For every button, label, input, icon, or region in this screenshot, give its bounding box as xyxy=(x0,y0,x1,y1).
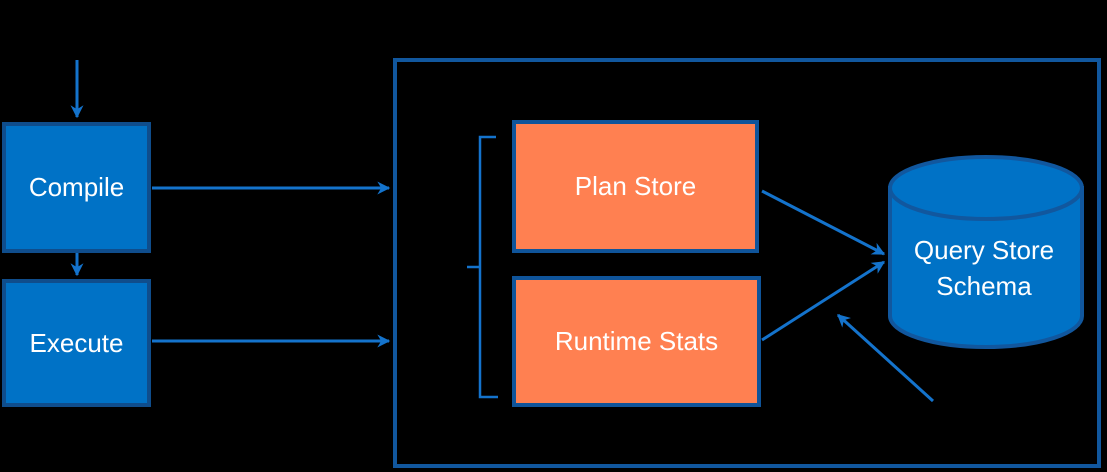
arrow-plan-store-to-schema-icon xyxy=(761,189,886,256)
execute-node: Execute xyxy=(2,279,151,407)
plan-store-node: Plan Store xyxy=(512,120,759,253)
compile-node: Compile xyxy=(2,122,151,253)
runtime-stats-label: Runtime Stats xyxy=(554,326,719,356)
query-store-container-box xyxy=(393,58,1101,468)
execute-label: Execute xyxy=(29,327,124,358)
database-cylinder-icon xyxy=(888,155,1084,349)
query-store-schema-label: Query Store Schema xyxy=(913,235,1055,301)
arrow-async-to-schema-icon xyxy=(836,313,935,403)
runtime-stats-node: Runtime Stats xyxy=(512,276,761,407)
grouping-bracket-icon xyxy=(467,135,498,399)
plan-store-label: Plan Store xyxy=(574,171,697,201)
arrow-runtime-stats-to-schema-icon xyxy=(761,260,886,342)
compile-label: Compile xyxy=(28,172,125,202)
